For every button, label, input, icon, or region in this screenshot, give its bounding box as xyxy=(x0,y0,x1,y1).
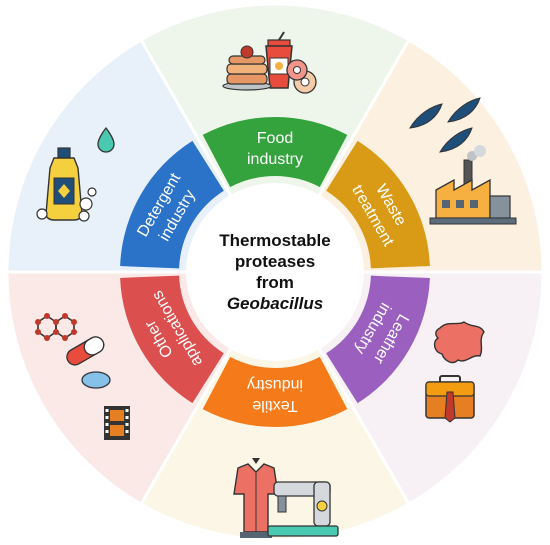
food-icon xyxy=(222,31,317,94)
leather-briefcase-icon xyxy=(425,321,485,423)
segment-label-food-line-1: Food xyxy=(257,130,293,147)
segment-food xyxy=(202,117,348,188)
segment-label-textile: Textile industry xyxy=(247,376,303,414)
center-line-2: proteases xyxy=(235,252,315,271)
segment-other xyxy=(120,275,224,404)
segment-label-food-line-2: industry xyxy=(247,151,303,168)
segment-label-textile-line-1: Textile xyxy=(252,397,297,414)
factory-icon xyxy=(409,97,517,225)
segment-textile xyxy=(202,356,348,427)
segment-label-textile-line-2: industry xyxy=(247,376,303,393)
segment-leather xyxy=(326,275,430,404)
inner-ring xyxy=(120,117,430,427)
detergent-bottle-icon xyxy=(36,126,115,222)
segment-waste xyxy=(326,140,430,269)
center-label: Thermostable proteases from Geobacillus xyxy=(219,231,330,313)
pills-molecule-film-icon xyxy=(35,313,130,440)
sewing-machine-icon xyxy=(233,458,339,538)
center-line-4: Geobacillus xyxy=(227,294,323,313)
center-circle xyxy=(186,183,364,361)
center-line-1: Thermostable xyxy=(219,231,330,250)
segment-detergent xyxy=(120,140,224,269)
segment-label-food: Food industry xyxy=(247,130,303,168)
center-line-3: from xyxy=(256,273,294,292)
